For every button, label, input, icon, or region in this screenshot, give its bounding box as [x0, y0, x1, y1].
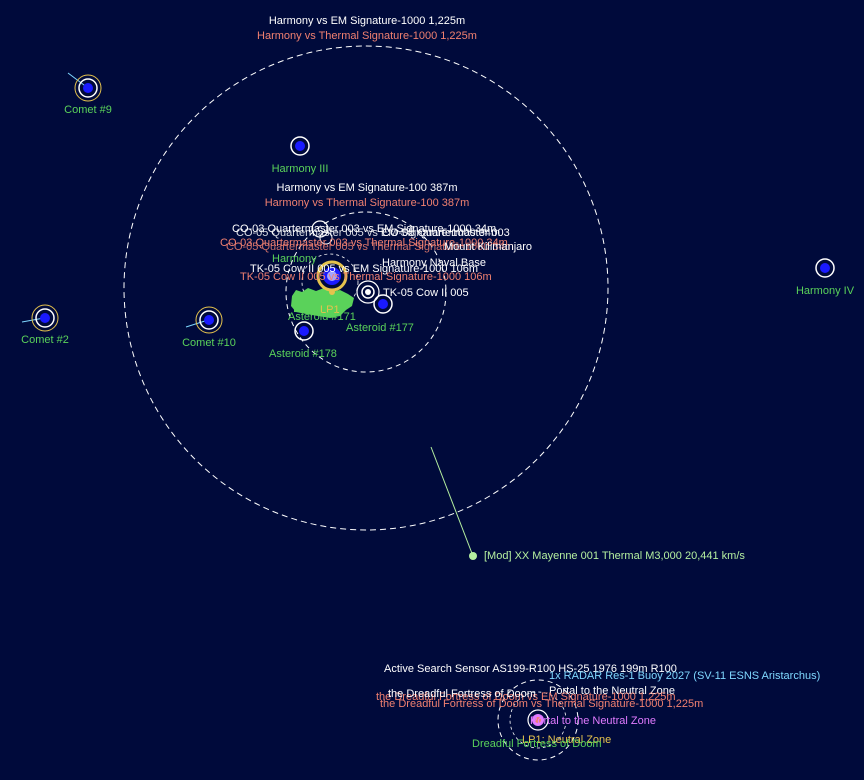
lp1-label: LP1	[320, 304, 340, 316]
asteroid-177-label: Asteroid #177	[346, 322, 414, 334]
harmony-system-cluster[interactable]	[291, 220, 380, 318]
qm-thermal-label: CO-03 Quartermaster 003 vs Thermal Signa…	[220, 237, 508, 249]
lp-neutral-label: LP1: Neutral Zone	[522, 734, 611, 746]
comet-9-label: Comet #9	[64, 104, 112, 116]
qm-em-label: CO-03 Quartermaster 003 vs EM Signature-…	[232, 223, 496, 235]
em-1000-label: Harmony vs EM Signature-1000 1,225m	[269, 15, 465, 27]
planet-harmony-iv[interactable]: Harmony IV	[796, 258, 855, 297]
naval-base-marker[interactable]	[356, 280, 380, 304]
kilimanjaro-label: Mount Kilimanjaro	[444, 241, 532, 253]
range-ring-100	[285, 211, 447, 373]
harmony-label: Harmony	[272, 253, 317, 265]
harmony-iii-label: Harmony III	[272, 163, 329, 175]
tk-ship-label: TK-05 Cow II 005	[383, 287, 469, 299]
portal-label: Portal to the Neutral Zone	[549, 685, 675, 697]
em-100-label: Harmony vs EM Signature-100 387m	[277, 182, 458, 194]
dreadful-green-label: Dreadful Fortress of Doom	[472, 738, 602, 750]
asteroid-177[interactable]: Asteroid #177	[346, 294, 414, 334]
dreadful-em-label: the Dreadful Fortress of Doom vs EM Sign…	[376, 691, 676, 703]
contact-xx-mayenne[interactable]: [Mod] XX Mayenne 001 Thermal M3,000 20,4…	[430, 446, 745, 562]
naval-base-label: Harmony Naval Base	[382, 257, 486, 269]
asteroid-cluster-label: Asteroid #171	[288, 311, 356, 323]
qm-em-label-2: CO-05 Quartermaster 005 vs EM Signature-…	[236, 227, 500, 239]
comet-9[interactable]: Comet #9	[64, 72, 112, 116]
active-sensor-label: Active Search Sensor AS199-R100 HS-25 19…	[384, 663, 677, 675]
range-ring-1000	[123, 45, 609, 531]
comet-10[interactable]: Comet #10	[182, 306, 236, 349]
portal-violet-label: Portal to the Neutral Zone	[530, 715, 656, 727]
tk-thermal-label: TK-05 Cow II 005 vs Thermal Signature-10…	[240, 271, 492, 283]
thermal-100-label: Harmony vs Thermal Signature-100 387m	[265, 197, 470, 209]
thermal-1000-label: Harmony vs Thermal Signature-1000 1,225m	[257, 30, 477, 42]
harmony-iv-label: Harmony IV	[796, 285, 855, 297]
radar-buoy-label: 1x RADAR Res-1 Buoy 2027 (SV-11 ESNS Ari…	[549, 670, 820, 682]
qm-label: CO-05 Quartermaster 003	[382, 227, 510, 239]
asteroid-178-label: Asteroid #178	[269, 348, 337, 360]
comet-2-label: Comet #2	[21, 334, 69, 346]
neutral-zone-cluster[interactable]	[497, 679, 579, 761]
qm-thermal-label-2: CO-05 Quartermaster 005 vs Thermal Signa…	[226, 241, 514, 253]
planet-harmony-iii[interactable]: Harmony III	[272, 136, 329, 175]
comet-10-label: Comet #10	[182, 337, 236, 349]
dreadful-white-label: the Dreadful Fortress of Doom	[388, 688, 536, 700]
dreadful-thermal-label: the Dreadful Fortress of Doom vs Thermal…	[380, 698, 703, 710]
comet-2[interactable]: Comet #2	[21, 304, 69, 346]
asteroid-178[interactable]: Asteroid #178	[269, 321, 337, 360]
contact-label: [Mod] XX Mayenne 001 Thermal M3,000 20,4…	[484, 550, 745, 562]
tk-em-label: TK-05 Cow II 005 vs EM Signature-1000 10…	[250, 263, 478, 275]
